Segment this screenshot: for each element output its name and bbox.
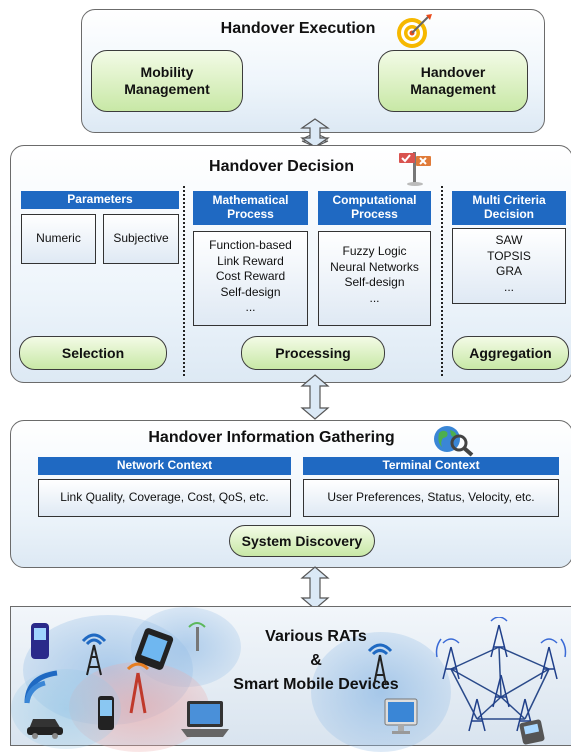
list-item: Cost Reward — [215, 269, 286, 284]
rats-line-3: Smart Mobile Devices — [233, 676, 399, 693]
globe-search-icon — [434, 426, 474, 457]
target-icon — [397, 14, 432, 48]
handover-decision-title: Handover Decision — [209, 158, 354, 175]
various-rats-panel: Various RATs & Smart Mobile Devices — [10, 606, 571, 752]
tower-mesh-network — [435, 617, 567, 745]
multi-criteria-decision-header: Multi Criteria Decision — [452, 191, 566, 225]
selection-button[interactable]: Selection — [19, 336, 167, 370]
multi-criteria-decision-list: SAW TOPSIS GRA ... — [452, 228, 566, 304]
divider-right — [441, 186, 443, 376]
terminal-context-box: User Preferences, Status, Velocity, etc. — [303, 479, 559, 517]
cell-tower-icon — [367, 643, 393, 686]
divider-left — [183, 186, 185, 376]
mobility-management-button[interactable]: Mobility Management — [91, 50, 243, 112]
handover-execution-title: Handover Execution — [220, 20, 376, 37]
list-item: Self-design — [344, 275, 405, 290]
numeric-box: Numeric — [21, 214, 96, 264]
rats-label: Various RATs & Smart Mobile Devices — [211, 625, 421, 697]
cell-tower-icon — [188, 622, 206, 651]
processing-button[interactable]: Processing — [241, 336, 385, 370]
car-icon — [27, 719, 63, 739]
list-item: TOPSIS — [487, 248, 531, 263]
list-item: Fuzzy Logic — [342, 244, 407, 258]
mobile-phone-icon — [31, 623, 49, 659]
list-item: Neural Networks — [330, 259, 419, 274]
list-item: Link Reward — [217, 253, 284, 268]
mobile-phone-icon — [98, 696, 114, 730]
computational-process-list: Fuzzy Logic Neural Networks Self-design … — [318, 231, 431, 326]
handover-information-gathering-panel: Handover Information Gathering Network C… — [10, 420, 571, 568]
network-context-box: Link Quality, Coverage, Cost, QoS, etc. — [38, 479, 291, 517]
rats-line-2: & — [310, 652, 322, 669]
bidirectional-arrow-1b — [300, 118, 330, 148]
monitor-icon — [384, 698, 418, 734]
rats-line-1: Various RATs — [265, 628, 367, 645]
handover-decision-panel: Handover Decision Parameters Numeric Sub… — [10, 145, 571, 383]
cell-tower-icon — [81, 633, 107, 676]
subjective-box: Subjective — [103, 214, 179, 264]
list-item: ... — [245, 300, 256, 315]
bidirectional-arrow-3 — [300, 566, 330, 610]
list-item: SAW — [495, 233, 523, 247]
aggregation-button[interactable]: Aggregation — [452, 336, 569, 370]
mathematical-process-header: Mathematical Process — [193, 191, 308, 225]
list-item: ... — [503, 279, 514, 294]
handover-management-button[interactable]: Handover Management — [378, 50, 528, 112]
terminal-context-header: Terminal Context — [303, 457, 559, 475]
wifi-signal-icon — [24, 670, 58, 704]
mathematical-process-list: Function-based Link Reward Cost Reward S… — [193, 231, 308, 326]
system-discovery-button[interactable]: System Discovery — [229, 525, 375, 557]
mobile-phone-icon — [135, 628, 174, 670]
laptop-icon — [181, 701, 229, 737]
list-item: Self-design — [220, 284, 281, 299]
list-item: GRA — [495, 264, 522, 279]
computational-process-header: Computational Process — [318, 191, 431, 225]
signpost-icon — [399, 152, 431, 186]
handover-information-gathering-title: Handover Information Gathering — [148, 429, 395, 446]
list-item: ... — [369, 290, 380, 305]
parameters-header: Parameters — [21, 191, 179, 209]
network-context-header: Network Context — [38, 457, 291, 475]
handover-execution-panel: Handover Execution Mobility Management H… — [81, 9, 545, 133]
list-item: Function-based — [209, 238, 292, 252]
cell-tower-icon — [126, 662, 150, 714]
bidirectional-arrow-2 — [300, 374, 330, 420]
